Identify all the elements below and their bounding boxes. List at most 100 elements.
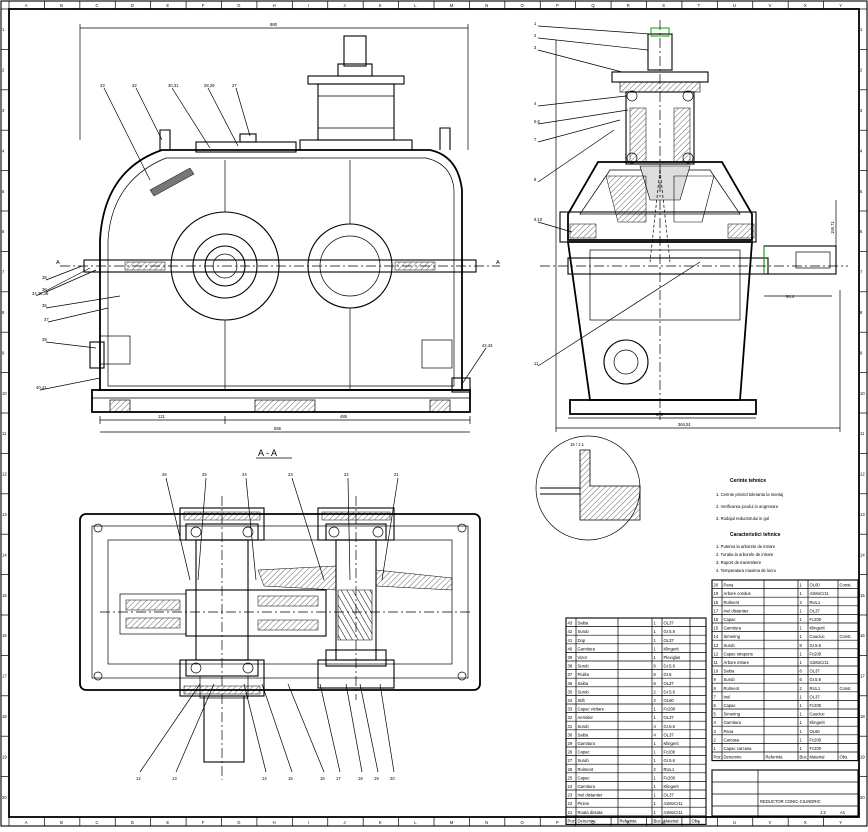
bom-cell: Piulita [578, 672, 590, 677]
section-mark-left: A [56, 260, 60, 266]
bom-cell: Klingerit [810, 720, 826, 725]
zone-number-right: 19 [860, 754, 865, 759]
zone-letter-bottom: I [308, 820, 309, 825]
bom-cell: 1 [800, 634, 803, 639]
zone-number-left: 2 [2, 68, 5, 73]
bom-cell: 21 [568, 810, 573, 815]
bom-cell: 43 [568, 621, 573, 626]
bom-cell: 1 [654, 621, 657, 626]
bom-cell: Surub [578, 629, 590, 634]
bom-cell: Arbore condus [724, 591, 751, 596]
callout-label: 30,31 [168, 83, 179, 88]
bom-cell: 2 [654, 689, 657, 694]
bom-cell: OL37 [664, 732, 675, 737]
leader-line [379, 683, 395, 773]
bom-cell: Fc200 [810, 703, 822, 708]
bom-cell: 4 [654, 724, 657, 729]
zone-letter-top: L [414, 3, 417, 8]
zone-number-right: 17 [860, 674, 865, 679]
bom-cell: 1 [800, 737, 803, 742]
inner-frame [8, 8, 860, 818]
bom-cell: 35 [568, 689, 573, 694]
bom-cell: 40 [568, 646, 573, 651]
bom-cell: Fc200 [810, 746, 822, 751]
bom-cell: OL60 [810, 729, 821, 734]
bom-cell: Gr.5.6 [664, 689, 676, 694]
bom-cell: OL60 [664, 698, 675, 703]
bom-cell: RUL1 [810, 686, 821, 691]
zone-letter-top: B [60, 3, 63, 8]
bom-cell: 33 [568, 707, 573, 712]
zone-letter-bottom: Y [839, 820, 842, 825]
bom-cell: Capac vizitare [578, 707, 605, 712]
leader-line [171, 87, 211, 149]
zone-letter-bottom: U [733, 820, 736, 825]
bom-cell: Capac [578, 775, 590, 780]
leader-line [39, 377, 101, 391]
bom-cell: 1 [654, 629, 657, 634]
note-1-2: 2. Verificarea jocului in angrenare [716, 504, 779, 509]
bom-cell: 1 [800, 583, 803, 588]
bom-cell: Gr.5.6 [810, 677, 822, 682]
zone-letter-top: Q [591, 3, 595, 8]
bom-cell: Garnitura [724, 626, 742, 631]
zone-number-right: 9 [860, 350, 863, 355]
zone-letter-bottom: J [343, 820, 345, 825]
zone-number-right: 18 [860, 714, 865, 719]
callout-label: 4 [534, 101, 537, 106]
bom-cell: Roata dintata [578, 810, 604, 815]
bom-cell: 1 [800, 591, 803, 596]
zone-number-left: 6 [2, 229, 5, 234]
bom-cell: 41MoCr11 [810, 660, 830, 665]
zone-number-left: 9 [2, 350, 5, 355]
technical-notes: Cerinte tehnice 1. Cerinte privind toler… [716, 478, 783, 573]
bom-cell: Const. [840, 583, 852, 588]
bom-cell: 41 [568, 638, 573, 643]
callout-label: 27 [232, 83, 237, 88]
bom-cell: OL37 [664, 638, 675, 643]
callout-top-label: 26 [162, 472, 167, 477]
leader-line [537, 221, 573, 233]
callout-label: 39 [42, 337, 47, 342]
leader-line [359, 683, 379, 773]
leader-line [537, 119, 621, 143]
bom-cell: OL37 [664, 793, 675, 798]
callout-top-label: 21 [394, 472, 399, 477]
callout-label: 38 [42, 275, 47, 280]
zone-letter-top: V [768, 3, 771, 8]
bom-cell: Capac [724, 703, 736, 708]
leader-line [103, 87, 151, 181]
zone-number-left: 5 [2, 189, 5, 194]
bom-cell: 6 [714, 703, 717, 708]
zone-letter-bottom: X [804, 820, 807, 825]
bom-cell: 6 [654, 681, 657, 686]
bom-cell: 36 [568, 681, 573, 686]
bom-cell: Capac [578, 750, 590, 755]
bom-cell: 1 [654, 758, 657, 763]
zone-letter-bottom: E [166, 820, 169, 825]
zone-number-left: 1 [2, 27, 5, 32]
zone-letter-top: C [96, 3, 99, 8]
bom-cell: 8 [714, 686, 717, 691]
callout-label: 32 [132, 83, 137, 88]
bom-cell: OL37 [810, 608, 821, 613]
zone-letter-bottom: G [237, 820, 240, 825]
note-2-3: 3. Raport de transmitere [716, 560, 762, 565]
bom-header: Referinta [766, 755, 784, 760]
zone-number-left: 13 [2, 512, 7, 517]
bom-cell: Klingerit [664, 646, 680, 651]
bom-cell: 1 [800, 712, 803, 717]
bom-cell: 6 [654, 672, 657, 677]
bom-cell: 17 [714, 608, 719, 613]
bom-header: Obs. [692, 818, 701, 823]
zone-number-right: 10 [860, 391, 865, 396]
bom-cell: 25 [568, 775, 573, 780]
zone-number-right: 11 [860, 431, 865, 436]
leader-line [139, 683, 201, 773]
bom-cell: Inel distantier [578, 793, 604, 798]
bom-cell: Pinion [578, 801, 590, 806]
leader-line [537, 49, 623, 73]
bom-cell: 1 [714, 746, 717, 751]
